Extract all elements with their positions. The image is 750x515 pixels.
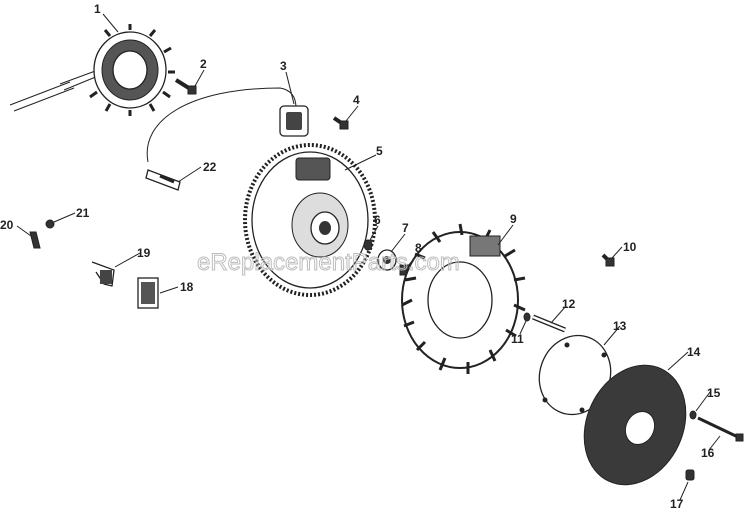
part-15-washer[interactable] [689, 410, 697, 420]
part-6-washer[interactable] [363, 239, 373, 251]
callout-16: 16 [701, 446, 715, 460]
callout-21: 21 [76, 206, 90, 220]
part-20-clip[interactable] [29, 231, 41, 249]
part-10-screw[interactable] [601, 253, 615, 267]
part-18-rectifier[interactable] [137, 277, 159, 309]
part-11-washer[interactable] [523, 312, 531, 322]
callout-14: 14 [687, 345, 701, 359]
part-5-flywheel[interactable] [243, 143, 377, 297]
callout-7: 7 [402, 221, 409, 235]
part-13-retaining-ring[interactable] [528, 325, 621, 424]
callout-17: 17 [670, 497, 684, 511]
callout-9: 9 [510, 212, 517, 226]
part-3-ignition-module[interactable] [146, 87, 309, 163]
callout-22: 22 [203, 160, 217, 174]
leader-lines [16, 13, 721, 501]
part-14-debris-screen[interactable] [565, 349, 704, 502]
callout-8: 8 [415, 241, 422, 255]
watermark: eReplacementParts.com [197, 249, 460, 276]
callout-numbers: 1 2 3 4 5 6 7 8 9 10 11 12 13 14 15 16 1… [0, 2, 721, 511]
part-16-bolt[interactable] [697, 416, 744, 442]
part-9-fan[interactable] [401, 223, 526, 374]
callout-6: 6 [374, 213, 381, 227]
callout-13: 13 [613, 319, 627, 333]
callout-2: 2 [200, 57, 207, 71]
callout-10: 10 [623, 240, 637, 254]
part-4-screw[interactable] [332, 116, 349, 130]
callout-20: 20 [0, 218, 14, 232]
part-17-plug[interactable] [685, 469, 695, 481]
callout-1: 1 [94, 2, 101, 16]
part-22-spark-plug-boot[interactable] [145, 169, 181, 191]
part-2-screw[interactable] [174, 78, 197, 95]
callout-4: 4 [353, 93, 360, 107]
part-12-spacer[interactable] [532, 314, 566, 333]
part-21-nut[interactable] [45, 219, 55, 229]
callout-11: 11 [511, 332, 524, 346]
callout-15: 15 [707, 386, 721, 400]
callout-19: 19 [137, 246, 151, 260]
part-19-connector[interactable] [91, 261, 115, 287]
callout-5: 5 [376, 144, 383, 158]
callout-18: 18 [180, 280, 194, 294]
part-1-stator[interactable] [9, 24, 175, 116]
callout-12: 12 [562, 297, 576, 311]
part-7-washer[interactable] [377, 249, 397, 271]
callout-3: 3 [280, 59, 287, 73]
